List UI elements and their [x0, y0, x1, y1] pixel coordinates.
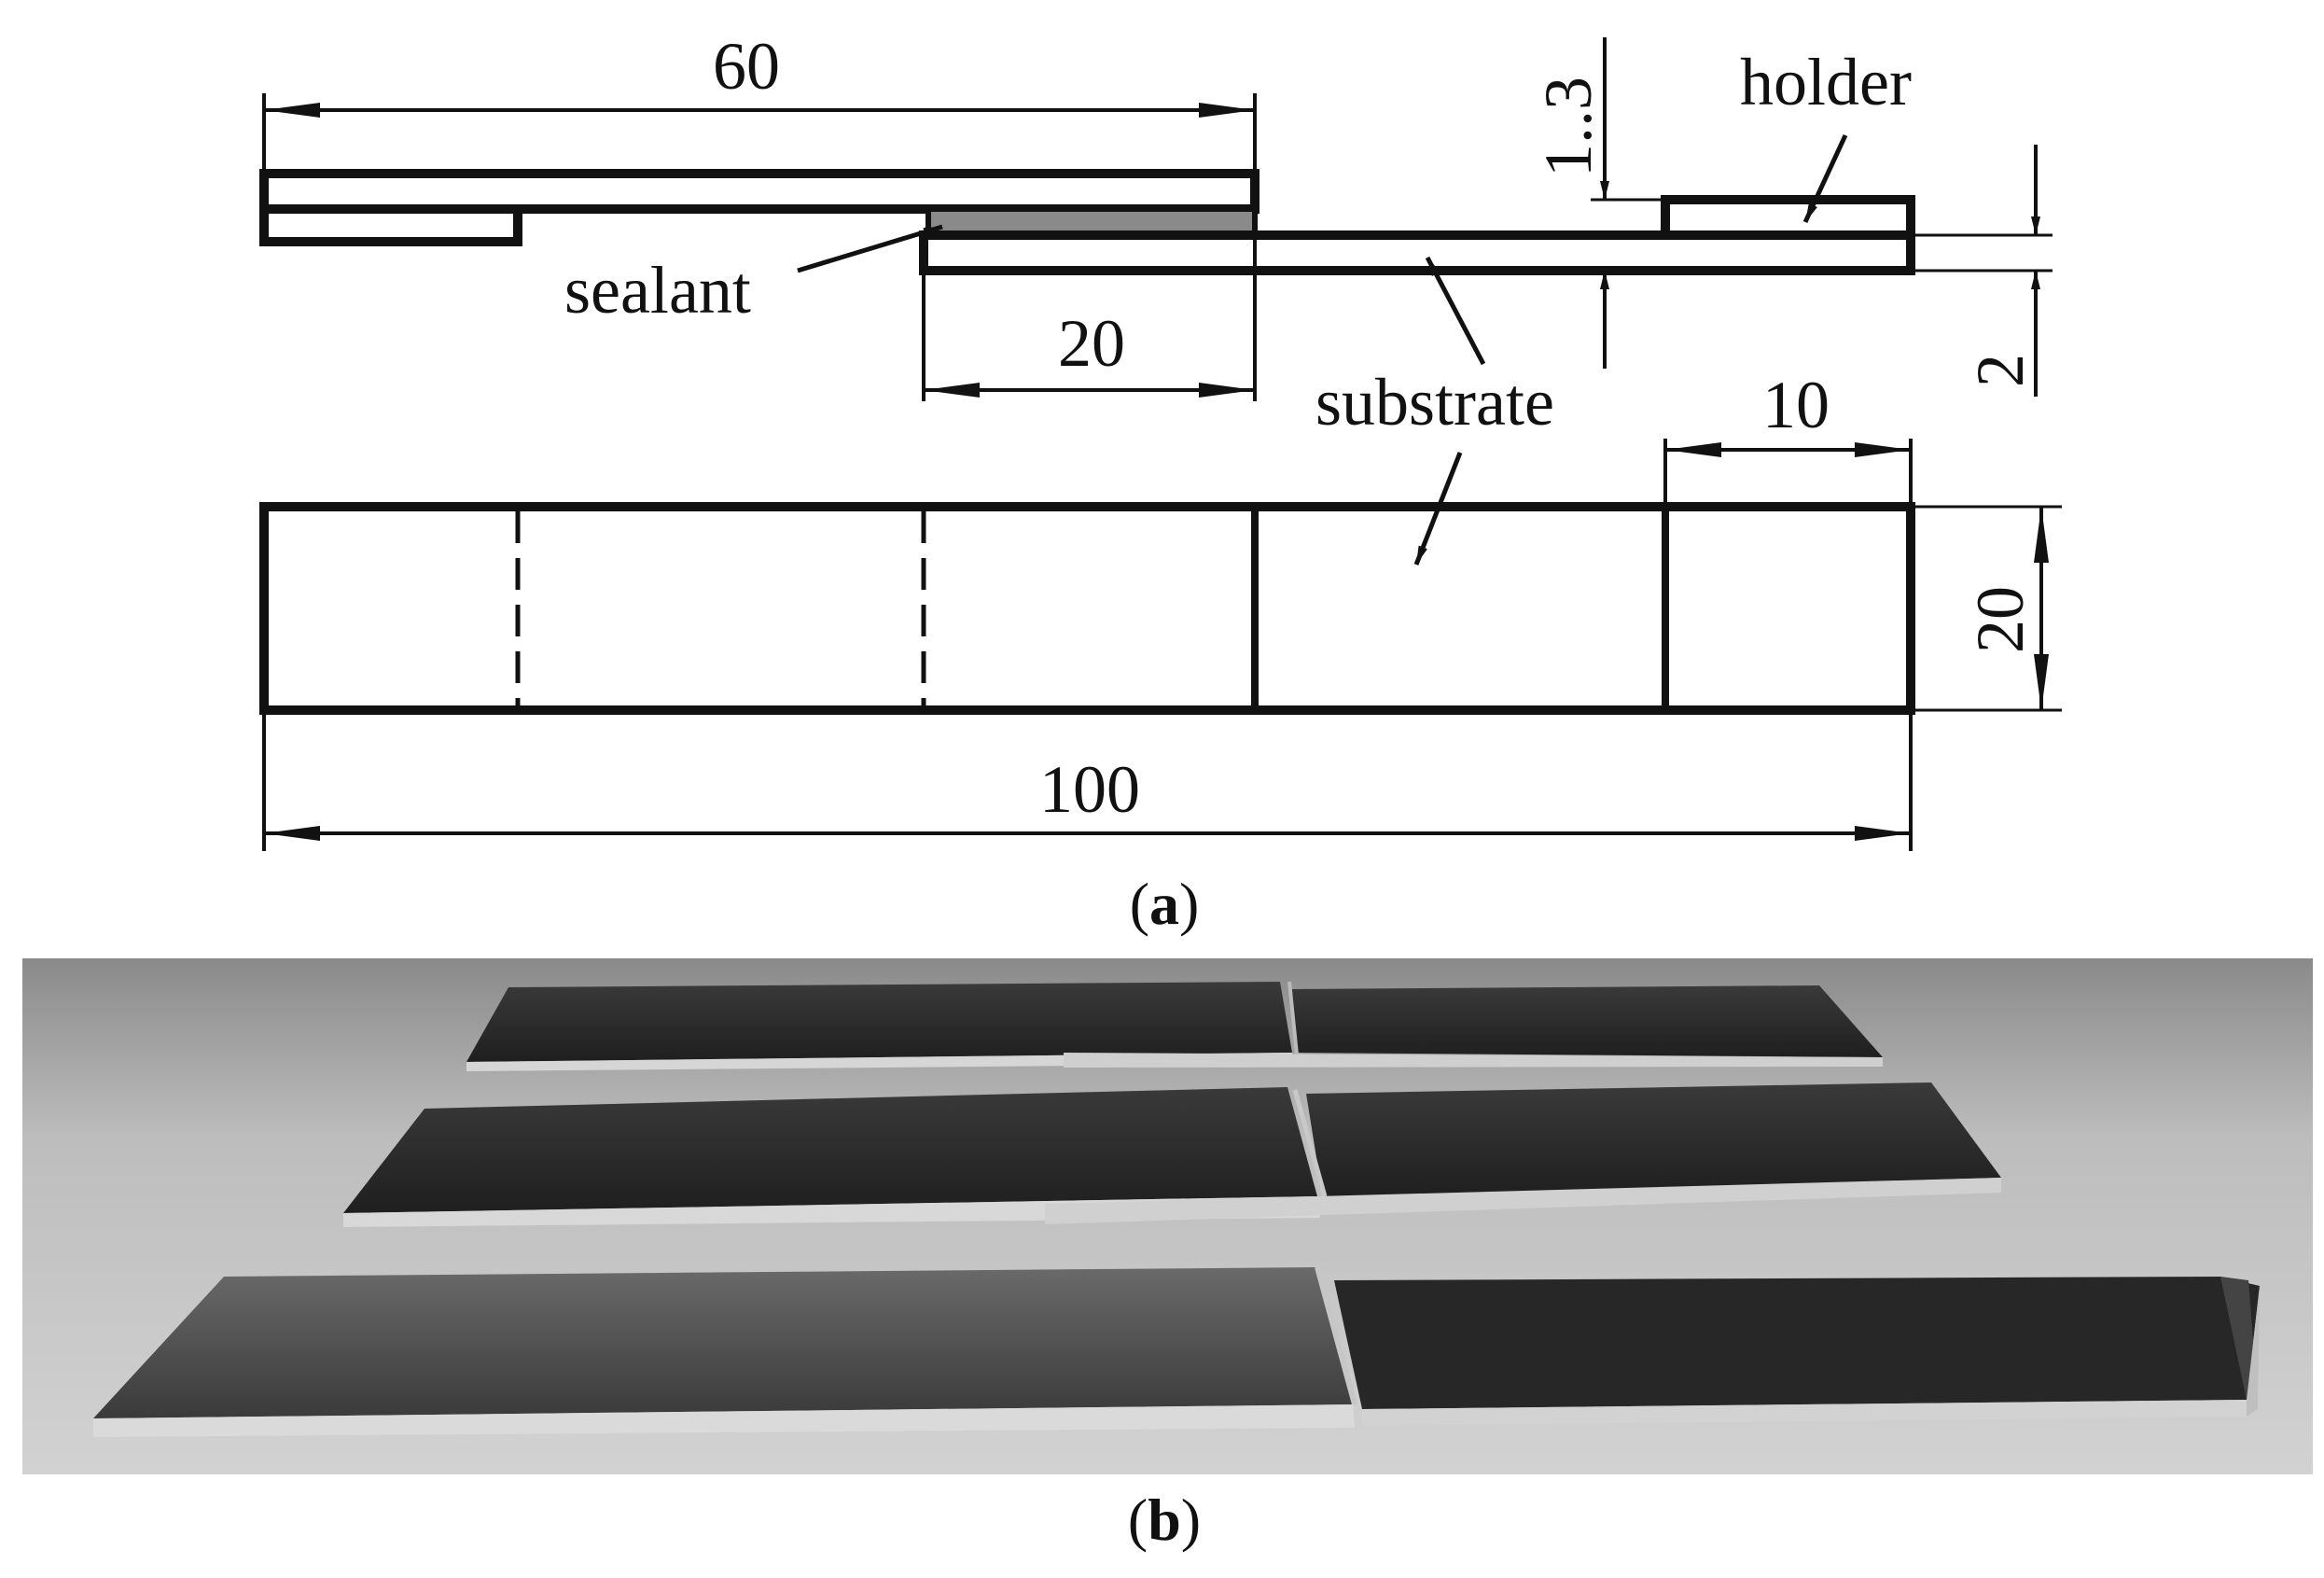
- top-view: [259, 502, 1915, 715]
- dimension-60: 60: [262, 29, 1257, 174]
- holder-block: [1661, 195, 1915, 240]
- specimen-back: [466, 981, 1883, 1071]
- substrate-callout: substrate: [1315, 256, 1554, 566]
- dimension-gap: 1..3: [1531, 37, 1665, 369]
- panel-a-drawing: 60 20 sealant holder substrate: [259, 29, 2062, 937]
- substrate-label: substrate: [1315, 365, 1554, 440]
- dimension-60-label: 60: [713, 29, 780, 104]
- top-view-outline: [259, 502, 1915, 715]
- upper-plate: [259, 169, 1259, 214]
- caption-a: (a): [1130, 871, 1200, 937]
- dimension-overlap-label: 20: [1058, 306, 1125, 381]
- holder-label: holder: [1740, 45, 1912, 119]
- dimension-holder-length: 10: [1663, 368, 1913, 507]
- dimension-width: 20: [1911, 505, 2062, 712]
- dimension-holder-length-label: 10: [1762, 368, 1830, 442]
- sealant-callout: sealant: [564, 224, 943, 328]
- dimension-overlap: 20: [922, 235, 1257, 401]
- dimension-gap-label: 1..3: [1531, 77, 1606, 177]
- holder-callout: holder: [1740, 45, 1912, 224]
- lower-plate: [919, 230, 1915, 275]
- caption-b: (b): [1128, 1487, 1201, 1553]
- dimension-thickness-label: 2: [1963, 354, 2038, 387]
- dimension-width-label: 20: [1963, 586, 2038, 653]
- dimension-100-label: 100: [1039, 752, 1140, 827]
- dimension-thickness: 2: [1911, 145, 2053, 397]
- specimen-front: [93, 1266, 2260, 1437]
- sealant-label: sealant: [564, 253, 751, 328]
- panel-b-photo: (b): [22, 958, 2313, 1553]
- side-view: [259, 169, 1915, 275]
- specimen-middle: [343, 1082, 2001, 1227]
- dimension-100: 100: [262, 710, 1913, 851]
- upper-plate-spacer: [259, 204, 522, 246]
